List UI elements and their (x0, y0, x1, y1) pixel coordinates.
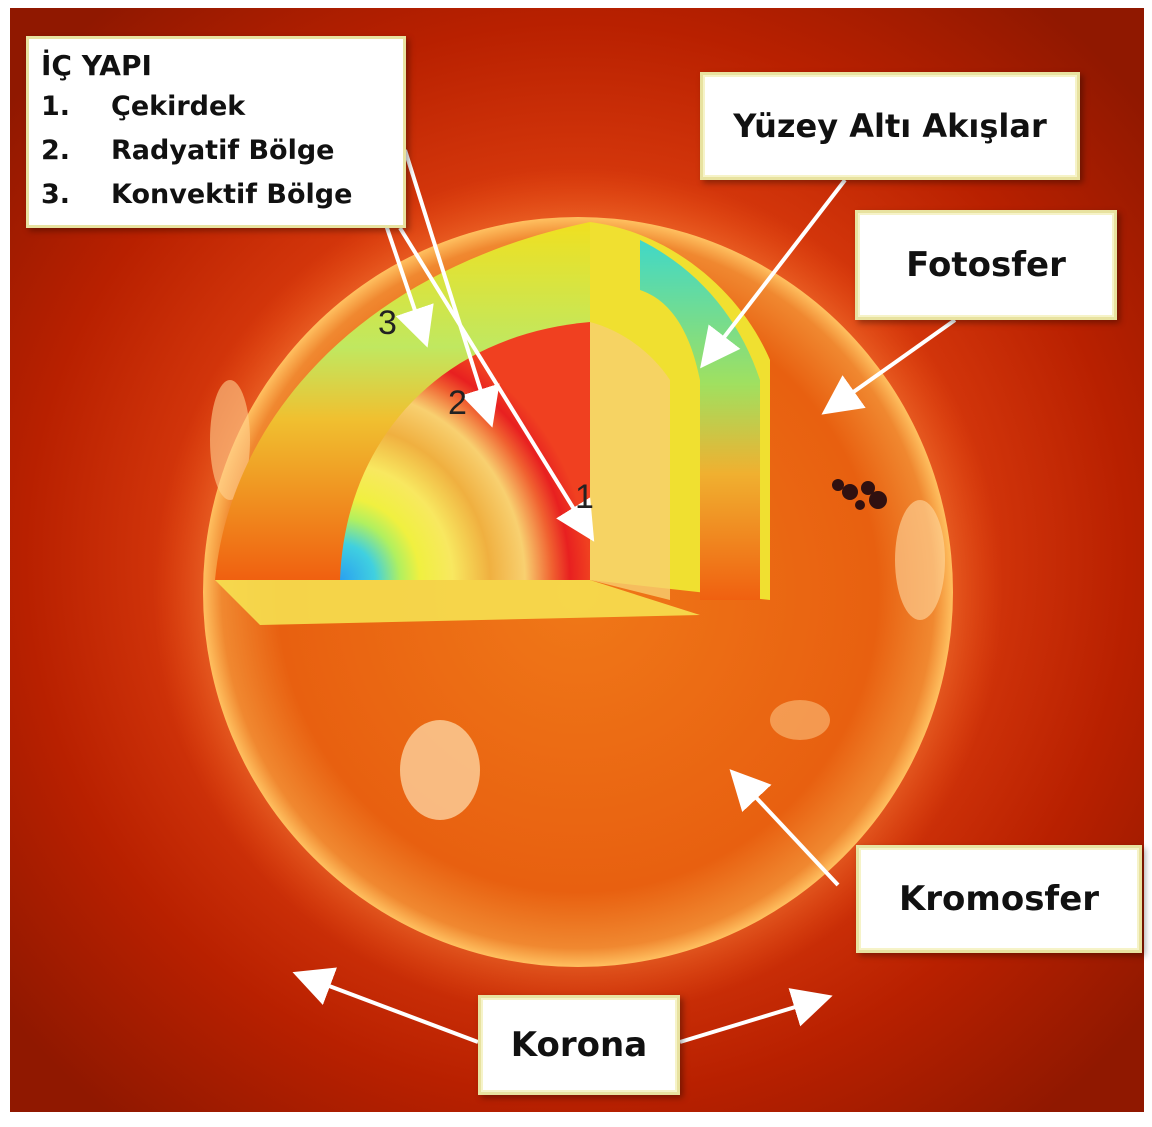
legend-item: 2. Radyatif Bölge (41, 129, 391, 173)
arrow-corona-left (292, 967, 479, 1044)
legend-item-label: Çekirdek (111, 91, 246, 122)
radiative-wall (590, 322, 670, 600)
cut-floor (215, 580, 700, 625)
legend-item-label: Konvektif Bölge (111, 179, 353, 210)
arrow-corona-right (679, 988, 833, 1044)
arrow-convective (383, 221, 434, 348)
label-corona: Korona (478, 995, 680, 1095)
pointer-arrows (292, 149, 957, 1044)
arrow-chromosphere (729, 769, 840, 887)
label-subsurface-flows: Yüzey Altı Akışlar (700, 72, 1080, 180)
sunspots (832, 479, 887, 510)
arrow-core (398, 226, 595, 542)
arrow-subsurface-flows (700, 178, 847, 369)
legend-item-number: 3. (41, 179, 71, 210)
legend-item-number: 1. (41, 91, 71, 122)
label-chromosphere: Kromosfer (856, 845, 1142, 953)
radiative-zone (340, 322, 590, 580)
label-photosphere: Fotosfer (855, 210, 1117, 320)
bright-region (895, 500, 945, 620)
legend-item-number: 2. (41, 135, 71, 166)
internal-structure-legend: İÇ YAPI 1. Çekirdek 2. Radyatif Bölge 3.… (26, 36, 406, 228)
arrow-radiative (403, 149, 500, 428)
legend-item: 1. Çekirdek (41, 85, 391, 129)
layer-number-core: 1 (575, 478, 594, 516)
arrow-photosphere (821, 318, 957, 415)
bright-region (210, 380, 250, 500)
legend-item: 3. Konvektif Bölge (41, 173, 391, 217)
bright-region (770, 700, 830, 740)
bright-region (400, 720, 480, 820)
layer-number-radiative: 2 (448, 384, 467, 422)
layer-number-convective: 3 (378, 304, 397, 342)
legend-title: İÇ YAPI (41, 49, 152, 82)
legend-item-label: Radyatif Bölge (111, 135, 335, 166)
